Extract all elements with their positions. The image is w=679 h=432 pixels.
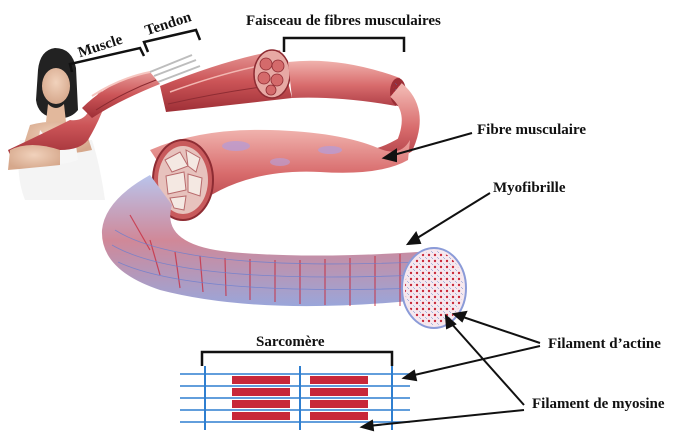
myofibrille-label: Myofibrille [493,180,565,197]
myofibrille-arrow [414,193,490,240]
myosine-label: Filament de myosine [532,396,665,413]
faisceau-label: Faisceau de fibres musculaires [246,13,441,30]
faisceau-bracket [284,38,404,52]
sarcomere-label: Sarcomère [256,334,325,351]
sarcomere-bracket [202,352,392,366]
myofibril-illustration [102,175,466,328]
person-illustration [8,48,108,200]
actine-label: Filament d’actine [548,336,661,353]
sarcomere-schematic [180,366,410,430]
actine-arrow-1 [460,316,540,343]
fibre-label: Fibre musculaire [477,122,586,139]
muscle-fibre-illustration [150,130,410,220]
